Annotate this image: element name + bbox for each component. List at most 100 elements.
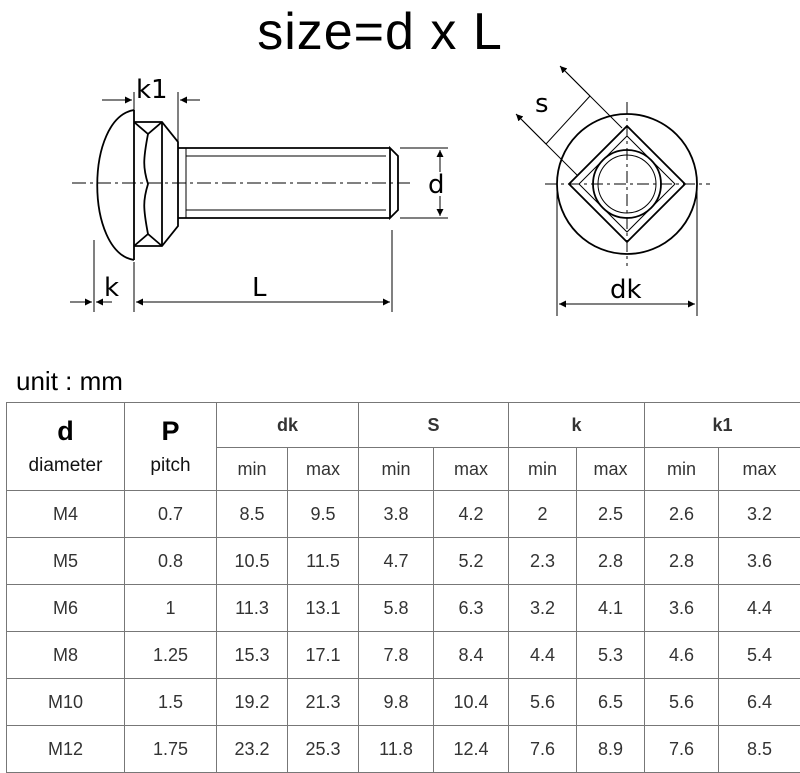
table-cell: 25.3 <box>288 726 359 773</box>
table-cell: 1.75 <box>125 726 217 773</box>
table-cell: 10.4 <box>434 679 509 726</box>
table-cell: M5 <box>7 538 125 585</box>
table-cell: 10.5 <box>217 538 288 585</box>
table-cell: 1 <box>125 585 217 632</box>
table-cell: 3.2 <box>719 491 800 538</box>
table-cell: 21.3 <box>288 679 359 726</box>
table-cell: 6.4 <box>719 679 800 726</box>
table-cell: 6.5 <box>577 679 645 726</box>
table-cell: 2.8 <box>577 538 645 585</box>
header-d: d diameter <box>7 403 125 491</box>
table-header-row: d diameter P pitch dk S k k1 <box>7 403 800 448</box>
bolt-head-dome <box>97 110 134 260</box>
table-cell: 4.7 <box>359 538 434 585</box>
table-cell: M4 <box>7 491 125 538</box>
header-k: k <box>509 403 645 448</box>
table-cell: 8.5 <box>217 491 288 538</box>
dk-min-header: min <box>217 448 288 491</box>
table-cell: M12 <box>7 726 125 773</box>
table-cell: 4.1 <box>577 585 645 632</box>
dim-label-L: L <box>252 273 267 303</box>
header-dk: dk <box>217 403 359 448</box>
table-cell: 1.5 <box>125 679 217 726</box>
table-cell: 8.9 <box>577 726 645 773</box>
table-cell: 2 <box>509 491 577 538</box>
table-cell: 0.8 <box>125 538 217 585</box>
k1-min-header: min <box>645 448 719 491</box>
dimension-table: d diameter P pitch dk S k k1 min max min… <box>6 402 800 773</box>
header-p-sub: pitch <box>150 455 190 477</box>
table-cell: 1.25 <box>125 632 217 679</box>
table-cell: 23.2 <box>217 726 288 773</box>
header-k1: k1 <box>645 403 800 448</box>
header-s: S <box>359 403 509 448</box>
bolt-end-view <box>545 102 710 266</box>
dim-label-d: d <box>428 170 445 200</box>
table-cell: 5.2 <box>434 538 509 585</box>
table-cell: M10 <box>7 679 125 726</box>
table-cell: 7.8 <box>359 632 434 679</box>
header-p: P pitch <box>125 403 217 491</box>
table-cell: 5.8 <box>359 585 434 632</box>
table-cell: 3.6 <box>645 585 719 632</box>
table-cell: 17.1 <box>288 632 359 679</box>
table-cell: 5.3 <box>577 632 645 679</box>
table-cell: 4.4 <box>509 632 577 679</box>
s-max-header: max <box>434 448 509 491</box>
table-cell: 15.3 <box>217 632 288 679</box>
table-cell: 5.6 <box>509 679 577 726</box>
table-cell: 13.1 <box>288 585 359 632</box>
table-cell: 7.6 <box>509 726 577 773</box>
table-cell: 2.5 <box>577 491 645 538</box>
table-cell: 8.5 <box>719 726 800 773</box>
table-cell: 6.3 <box>434 585 509 632</box>
table-cell: M6 <box>7 585 125 632</box>
shank-circle <box>593 150 661 218</box>
table-cell: 4.2 <box>434 491 509 538</box>
table-cell: 9.5 <box>288 491 359 538</box>
table-cell: 2.6 <box>645 491 719 538</box>
table-cell: 9.8 <box>359 679 434 726</box>
s-min-header: min <box>359 448 434 491</box>
dim-label-k1: k1 <box>136 75 168 105</box>
table-cell: 11.3 <box>217 585 288 632</box>
table-cell: 4.4 <box>719 585 800 632</box>
carriage-bolt-drawing: k1 d k L s dk <box>0 0 800 360</box>
k-min-header: min <box>509 448 577 491</box>
header-d-symbol: d <box>57 416 74 447</box>
dk-max-header: max <box>288 448 359 491</box>
table-cell: 2.8 <box>645 538 719 585</box>
table-cell: 4.6 <box>645 632 719 679</box>
table-cell: 5.4 <box>719 632 800 679</box>
bolt-side-view <box>72 110 410 260</box>
table-cell: 11.8 <box>359 726 434 773</box>
table-cell: M8 <box>7 632 125 679</box>
table-cell: 3.8 <box>359 491 434 538</box>
table-cell: 3.2 <box>509 585 577 632</box>
table-cell: 3.6 <box>719 538 800 585</box>
table-cell: 12.4 <box>434 726 509 773</box>
dim-label-k: k <box>104 273 119 303</box>
dim-label-dk: dk <box>610 275 642 305</box>
k1-max-header: max <box>719 448 800 491</box>
dim-label-s: s <box>535 89 549 119</box>
header-d-sub: diameter <box>29 455 103 477</box>
table-cell: 2.3 <box>509 538 577 585</box>
header-p-symbol: P <box>161 416 179 447</box>
unit-label: unit : mm <box>16 366 123 397</box>
table-cell: 5.6 <box>645 679 719 726</box>
table-cell: 11.5 <box>288 538 359 585</box>
table-cell: 0.7 <box>125 491 217 538</box>
table-cell: 19.2 <box>217 679 288 726</box>
bolt-square-neck <box>134 122 178 246</box>
table-cell: 7.6 <box>645 726 719 773</box>
k-max-header: max <box>577 448 645 491</box>
table-cell: 8.4 <box>434 632 509 679</box>
